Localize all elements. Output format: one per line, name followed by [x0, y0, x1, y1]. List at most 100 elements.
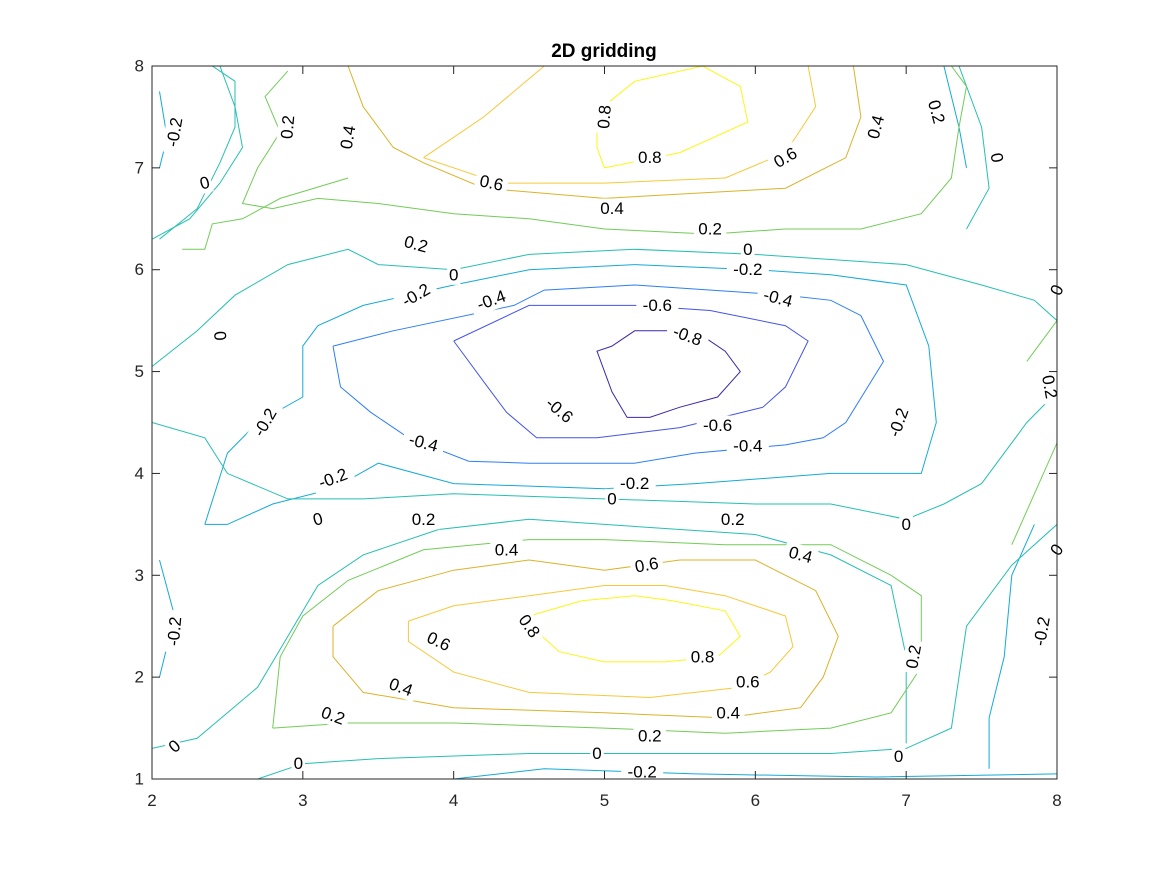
contour-label-text: 0.8 [691, 647, 715, 666]
contour-label-background [309, 461, 357, 496]
contour-label-text: -0.2 [163, 116, 187, 148]
contour-label-text: 0.4 [495, 540, 519, 559]
contour-label-background [593, 99, 616, 134]
contour-label: -0.6 [696, 415, 739, 436]
contour-label: 0.2 [693, 219, 727, 239]
contour-label-text: 0.2 [1038, 374, 1061, 401]
contour-line-level-0 [152, 248, 1057, 367]
contour-label-background [163, 734, 187, 759]
contour-label: -0.2 [1028, 608, 1056, 654]
contour-label-text: 0.6 [736, 673, 760, 692]
contour-label: 0.2 [397, 230, 435, 259]
contour-label-background [741, 239, 755, 260]
contour-label: 0.2 [716, 509, 749, 530]
contour-label-background [636, 295, 679, 316]
contour-label: 0.8 [686, 646, 719, 667]
contour-label: 0 [209, 328, 231, 344]
contour-label-text: -0.6 [643, 296, 672, 315]
contour-line-level-0 [257, 524, 1057, 779]
contour-label: 0.6 [473, 169, 510, 197]
contour-line-level-0.2 [1011, 442, 1057, 545]
contour-label-background [590, 743, 604, 764]
contour-label-text: 0 [607, 489, 616, 508]
contour-label-background [862, 108, 890, 146]
contour-label: 0.2 [633, 726, 667, 747]
contour-label-text: 0.2 [902, 644, 925, 671]
contour-label-text: 0.2 [277, 114, 298, 139]
contour-label-background [716, 509, 749, 530]
contour-label-background [1028, 608, 1056, 654]
contour-label-background [633, 147, 667, 168]
contour-label-text: 0.6 [633, 554, 660, 577]
x-tick-label: 6 [751, 791, 760, 810]
contour-label: -0.4 [726, 435, 769, 456]
contour-line-level--0.2 [453, 768, 1057, 779]
contour-label: 0 [308, 507, 328, 531]
contour-label-background [335, 119, 361, 156]
contour-label-text: 0.2 [638, 727, 662, 746]
contour-label-text: 0.6 [478, 171, 505, 194]
contour-label: 0.4 [782, 541, 819, 569]
contour-label: 0 [590, 743, 604, 764]
contour-label-text: 0 [987, 151, 1007, 164]
y-tick-label: 8 [135, 57, 144, 76]
contour-label-background [308, 507, 328, 531]
contour-label-background [782, 541, 819, 569]
contour-label-text: 0.8 [638, 148, 662, 167]
contour-label-text: -0.2 [620, 474, 649, 493]
contour-label: 0.8 [511, 607, 547, 646]
contour-label-background [882, 399, 916, 446]
contour-label-background [490, 539, 523, 560]
contour-label-background [419, 625, 458, 658]
contour-label-background [985, 149, 1008, 167]
chart-title: 2D gridding [551, 41, 657, 62]
contour-label-background [628, 552, 665, 578]
contour-label-text: -0.2 [164, 616, 185, 647]
contour-line-level-0.2 [272, 539, 922, 734]
contour-label-text: 0 [210, 330, 230, 341]
contour-line-level-0.2 [182, 177, 349, 250]
contour-label-background [613, 473, 656, 494]
contour-label: -0.2 [621, 761, 664, 782]
x-tick-label: 7 [901, 791, 910, 810]
contour-label-background [901, 639, 927, 675]
contour-label-background [446, 264, 461, 285]
y-tick-label: 4 [135, 464, 144, 483]
contour-lines [152, 66, 1057, 779]
contour-label-background [473, 169, 510, 197]
contour-label-background [755, 283, 801, 314]
contour-label-text: 0.2 [412, 510, 436, 529]
contour-line-level-0 [152, 391, 1057, 520]
contour-label-background [595, 198, 629, 219]
contour-label-background [633, 726, 667, 747]
x-tick-label: 2 [147, 791, 156, 810]
contour-line-level-0 [958, 66, 990, 230]
contour-label-text: -0.2 [733, 260, 762, 279]
y-tick-label: 1 [135, 770, 144, 789]
contour-label-background [392, 276, 440, 315]
contour-label: 0.6 [628, 552, 665, 578]
contour-line-level-0.8 [528, 595, 741, 663]
contour-label: 0.6 [731, 672, 765, 693]
contour-label-text: 0.4 [716, 703, 740, 722]
contour-line-level-0.8 [596, 66, 749, 169]
contour-label-text: 0 [901, 515, 910, 534]
contour-label-background [245, 399, 285, 446]
contour-label-background [605, 488, 619, 509]
contour-label: 0 [291, 753, 306, 774]
contour-label-background [726, 435, 769, 456]
contour-line-level-0 [159, 66, 236, 240]
y-tick-label: 7 [135, 158, 144, 177]
contour-label: 0.2 [276, 110, 300, 145]
contour-label-text: 0 [449, 265, 458, 284]
contour-label: 0 [985, 149, 1008, 167]
contour-label: 0.8 [633, 147, 667, 168]
contour-label-text: 0.8 [594, 104, 615, 129]
contour-label-text: 0 [294, 754, 303, 773]
x-tick-label: 5 [600, 791, 609, 810]
contour-label-background [899, 514, 913, 535]
x-tick-label: 8 [1052, 791, 1061, 810]
contour-label-text: 0 [743, 240, 752, 259]
